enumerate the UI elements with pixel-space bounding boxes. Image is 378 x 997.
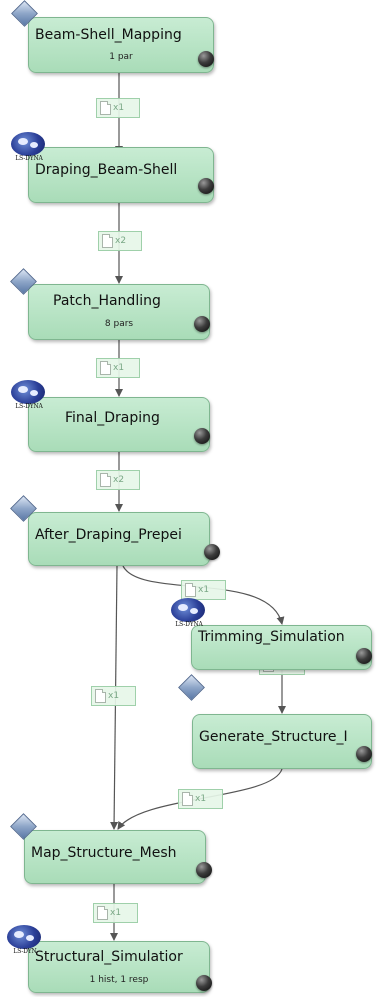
node-output-port[interactable] [198,51,214,67]
node-output-port[interactable] [204,544,220,560]
node-title: Patch_Handling [53,293,161,309]
edge-label-text: x1 [110,908,122,918]
node-title: Structural_Simulatior [35,949,183,965]
document-icon [100,361,111,375]
document-icon [100,473,111,487]
document-icon [102,234,113,248]
workflow-node-beam-shell-mapping[interactable]: Beam-Shell_Mapping 1 par [28,17,214,73]
workflow-node-generate-structure[interactable]: Generate_Structure_I [192,714,372,769]
ls-dyna-globe-icon: LS-DYNA [166,598,212,632]
document-icon [182,792,193,806]
ls-dyna-label: LS-DYNA [175,621,203,628]
edge-label-text: x1 [113,363,125,373]
node-output-port[interactable] [196,862,212,878]
node-title: Final_Draping [65,410,160,426]
node-title: Trimming_Simulation [198,629,345,645]
edge-label[interactable]: x1 [96,98,140,118]
document-icon [185,583,196,597]
node-subtitle: 8 pars [104,319,134,329]
edge-label-text: x1 [108,691,120,701]
edge-label[interactable]: x2 [96,470,140,490]
node-title: Beam-Shell_Mapping [35,27,182,43]
edge-label-text: x1 [113,103,125,113]
edge-label[interactable]: x1 [93,903,138,923]
node-title: Map_Structure_Mesh [31,845,177,861]
workflow-node-map-structure-mesh[interactable]: Map_Structure_Mesh [24,830,206,884]
edge-label[interactable]: x1 [181,580,226,600]
document-icon [100,101,111,115]
edge-label[interactable]: x1 [91,686,136,706]
workflow-node-draping-beam-shell[interactable]: Draping_Beam-Shell [28,147,214,203]
ls-dyna-globe-icon: LS-DYNA [6,132,52,166]
edge-label-text: x2 [113,475,125,485]
ls-dyna-globe-icon: LS-DYNA [6,380,52,414]
document-icon [97,906,108,920]
document-icon [95,689,106,703]
node-output-port[interactable] [356,648,372,664]
node-title: Generate_Structure_I [199,729,348,745]
edge-label-text: x1 [198,585,210,595]
ls-dyna-label: LS-DYN [13,948,37,955]
node-title: After_Draping_Prepei [35,527,182,543]
node-output-port[interactable] [356,746,372,762]
node-subtitle: 1 hist, 1 resp [89,975,149,985]
node-output-port[interactable] [194,316,210,332]
workflow-node-after-draping-preparation[interactable]: After_Draping_Prepei [28,512,210,566]
ls-dyna-label: LS-DYNA [15,403,43,410]
ls-dyna-globe-icon: LS-DYN [2,925,48,959]
edge-label-text: x2 [115,236,127,246]
ls-dyna-label: LS-DYNA [15,155,43,162]
node-output-port[interactable] [196,975,212,991]
edge-label[interactable]: x1 [178,789,223,809]
node-output-port[interactable] [194,428,210,444]
workflow-node-structural-simulation[interactable]: Structural_Simulatior 1 hist, 1 resp [28,941,210,993]
edge-label[interactable]: x2 [98,231,142,251]
node-title: Draping_Beam-Shell [35,162,178,178]
workflow-node-final-draping[interactable]: Final_Draping [28,397,210,452]
node-output-port[interactable] [198,178,214,194]
workflow-node-trimming-simulation[interactable]: Trimming_Simulation [191,625,372,670]
workflow-node-patch-handling[interactable]: Patch_Handling 8 pars [28,284,210,340]
node-subtitle: 1 par [109,52,133,62]
edge-label-text: x1 [195,794,207,804]
edge-label[interactable]: x1 [96,358,140,378]
